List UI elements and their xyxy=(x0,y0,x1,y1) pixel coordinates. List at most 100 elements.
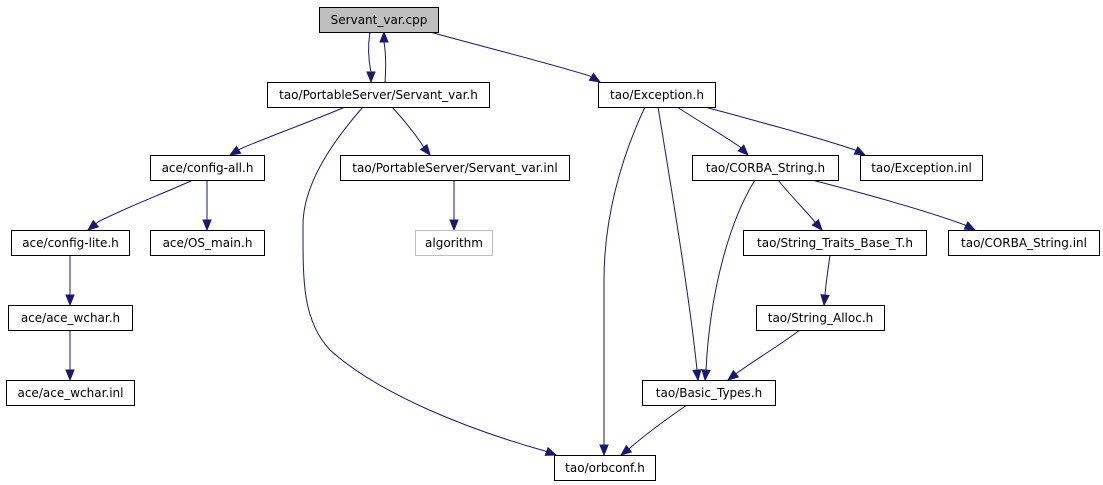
node-corba-string-inl[interactable]: tao/CORBA_String.inl xyxy=(948,230,1100,256)
edge-string_traits_h-to-string_alloc_h xyxy=(820,254,831,307)
edge-corba_string_h-to-string_traits_h xyxy=(777,179,823,232)
edge-line xyxy=(824,254,831,296)
node-box xyxy=(642,380,776,406)
node-algorithm: algorithm xyxy=(415,230,493,256)
node-servant-var-inl[interactable]: tao/PortableServer/Servant_var.inl xyxy=(340,155,570,181)
edge-line xyxy=(239,106,346,150)
node-box xyxy=(743,230,927,256)
edge-exception_h-to-basic_types_h xyxy=(657,106,702,382)
node-corba-string-h[interactable]: tao/CORBA_String.h xyxy=(692,155,839,181)
node-label: tao/CORBA_String.h xyxy=(706,161,825,175)
node-label: tao/orbconf.h xyxy=(565,461,645,475)
edge-line xyxy=(705,179,756,371)
edge-exception_h-to-exception_inl xyxy=(704,106,867,156)
edge-line xyxy=(704,106,856,151)
edge-exception_h-to-corba_string_h xyxy=(676,106,749,156)
edge-line xyxy=(368,31,372,73)
node-label: ace/config-all.h xyxy=(162,161,254,175)
node-config-lite-h[interactable]: ace/config-lite.h xyxy=(11,230,130,256)
edge-line xyxy=(811,179,966,226)
node-label: algorithm xyxy=(425,236,483,250)
node-string-alloc-h[interactable]: tao/String_Alloc.h xyxy=(756,305,885,331)
node-orbconf-h[interactable]: tao/orbconf.h xyxy=(554,455,656,481)
node-label: tao/Exception.inl xyxy=(871,161,972,175)
node-label: Servant_var.cpp xyxy=(331,13,428,27)
edge-servant_var_h-to-servant_var_cpp xyxy=(379,30,389,83)
node-exception-inl[interactable]: tao/Exception.inl xyxy=(860,155,983,181)
arrowhead-icon xyxy=(619,444,633,456)
arrowhead-icon xyxy=(599,444,609,457)
node-box xyxy=(150,155,265,181)
edge-config_all_h-to-os_main_h xyxy=(202,180,212,232)
node-label: ace/ace_wchar.inl xyxy=(17,386,123,400)
edge-line xyxy=(736,329,801,374)
node-os-main-h[interactable]: ace/OS_main.h xyxy=(150,230,265,256)
node-label: ace/ace_wchar.h xyxy=(21,311,120,325)
node-box xyxy=(598,82,716,108)
node-box xyxy=(319,7,439,33)
arrowhead-icon xyxy=(544,446,558,456)
arrowhead-icon xyxy=(588,72,602,83)
node-config-all-h[interactable]: ace/config-all.h xyxy=(150,155,265,181)
edges-layer xyxy=(65,30,977,457)
edge-line xyxy=(657,106,698,371)
node-label: ace/config-lite.h xyxy=(22,236,119,250)
arrowhead-icon xyxy=(228,145,242,156)
node-servant-var-cpp[interactable]: Servant_var.cpp xyxy=(319,7,439,33)
node-box xyxy=(11,230,130,256)
node-label: tao/PortableServer/Servant_var.h xyxy=(279,88,478,102)
node-label: tao/PortableServer/Servant_var.inl xyxy=(352,161,557,175)
edge-basic_types_h-to-orbconf_h xyxy=(619,404,688,456)
edge-servant_var_h-to-servant_var_inl xyxy=(391,106,431,157)
nodes-layer: Servant_var.cpp tao/PortableServer/Servan… xyxy=(6,7,1100,481)
node-label: tao/String_Alloc.h xyxy=(768,311,874,325)
arrowhead-icon xyxy=(963,221,977,231)
node-box xyxy=(340,155,570,181)
arrowhead-icon xyxy=(701,369,711,382)
node-box xyxy=(6,380,135,406)
node-basic-types-h[interactable]: tao/Basic_Types.h xyxy=(642,380,776,406)
node-label: tao/CORBA_String.inl xyxy=(961,236,1087,250)
node-box xyxy=(267,82,490,108)
node-box xyxy=(8,305,133,331)
edge-line xyxy=(777,179,816,223)
node-ace-wchar-inl[interactable]: ace/ace_wchar.inl xyxy=(6,380,135,406)
arrowhead-icon xyxy=(449,219,459,232)
edge-corba_string_h-to-corba_string_inl xyxy=(811,179,977,231)
node-label: ace/OS_main.h xyxy=(163,236,253,250)
edge-servant_var_cpp-to-servant_var_h xyxy=(366,31,376,84)
edge-line xyxy=(429,31,591,77)
edge-servant_var_h-to-orbconf_h xyxy=(302,106,558,456)
arrowhead-icon xyxy=(366,71,376,84)
node-box xyxy=(756,305,885,331)
edge-line xyxy=(676,106,741,148)
node-box xyxy=(150,230,265,256)
arrowhead-icon xyxy=(65,369,75,382)
node-label: tao/String_Traits_Base_T.h xyxy=(757,236,913,250)
edge-config_lite_h-to-ace_wchar_h xyxy=(65,255,75,307)
node-exception-h[interactable]: tao/Exception.h xyxy=(598,82,716,108)
node-box xyxy=(948,230,1100,256)
edge-servant_var_inl-to-algorithm xyxy=(449,180,459,232)
arrowhead-icon xyxy=(202,219,212,232)
node-box xyxy=(860,155,983,181)
edge-ace_wchar_h-to-ace_wchar_inl xyxy=(65,330,75,382)
node-ace-wchar-h[interactable]: ace/ace_wchar.h xyxy=(8,305,133,331)
edge-line xyxy=(603,106,646,445)
node-label: tao/Basic_Types.h xyxy=(656,386,762,400)
node-box xyxy=(415,230,493,256)
arrowhead-icon xyxy=(811,218,823,232)
edge-corba_string_h-to-basic_types_h xyxy=(701,179,756,382)
arrowhead-icon xyxy=(737,144,749,156)
arrowhead-icon xyxy=(65,294,75,307)
edge-line xyxy=(629,404,688,449)
node-servant-var-h[interactable]: tao/PortableServer/Servant_var.h xyxy=(267,82,490,108)
arrowhead-icon xyxy=(820,294,830,307)
edge-servant_var_cpp-to-exception_h xyxy=(429,31,602,83)
arrowhead-icon xyxy=(419,143,431,157)
node-string-traits-h[interactable]: tao/String_Traits_Base_T.h xyxy=(743,230,927,256)
edge-line xyxy=(302,106,546,452)
edge-line xyxy=(97,179,194,223)
node-box xyxy=(554,455,656,481)
